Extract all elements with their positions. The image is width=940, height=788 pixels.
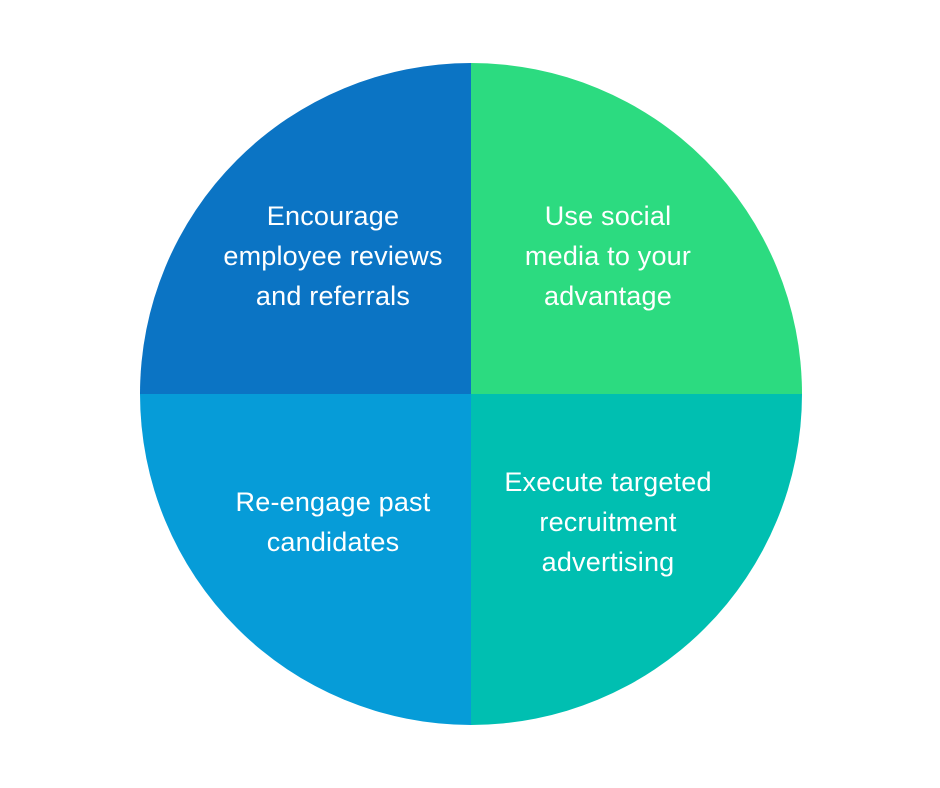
label-line: advertising [541,547,675,577]
label-line: Execute targeted [504,467,712,497]
quadrant-bottom-left [140,394,471,725]
quadrant-label-top-right: Use social media to your advantage [525,196,691,316]
label-line: Encourage [266,201,400,231]
quadrant-top-left [140,63,471,394]
label-line: Use social [544,201,672,231]
quadrant-label-top-left: Encourage employee reviews and referrals [223,196,442,316]
quadrant-circle-diagram: Encourage employee reviews and referrals… [140,63,802,725]
quadrant-label-bottom-right: Execute targeted recruitment advertising [504,462,711,582]
label-line: advantage [544,281,672,311]
label-line: media to your [524,241,692,271]
label-line: and referrals [255,281,411,311]
label-line: recruitment [539,507,677,537]
quadrant-label-bottom-left: Re-engage past candidates [236,482,431,562]
label-line: candidates [266,527,400,557]
label-line: Re-engage past [235,487,431,517]
quadrant-top-right [471,63,802,394]
label-line: employee reviews [223,241,443,271]
quadrant-bottom-right [471,394,802,725]
